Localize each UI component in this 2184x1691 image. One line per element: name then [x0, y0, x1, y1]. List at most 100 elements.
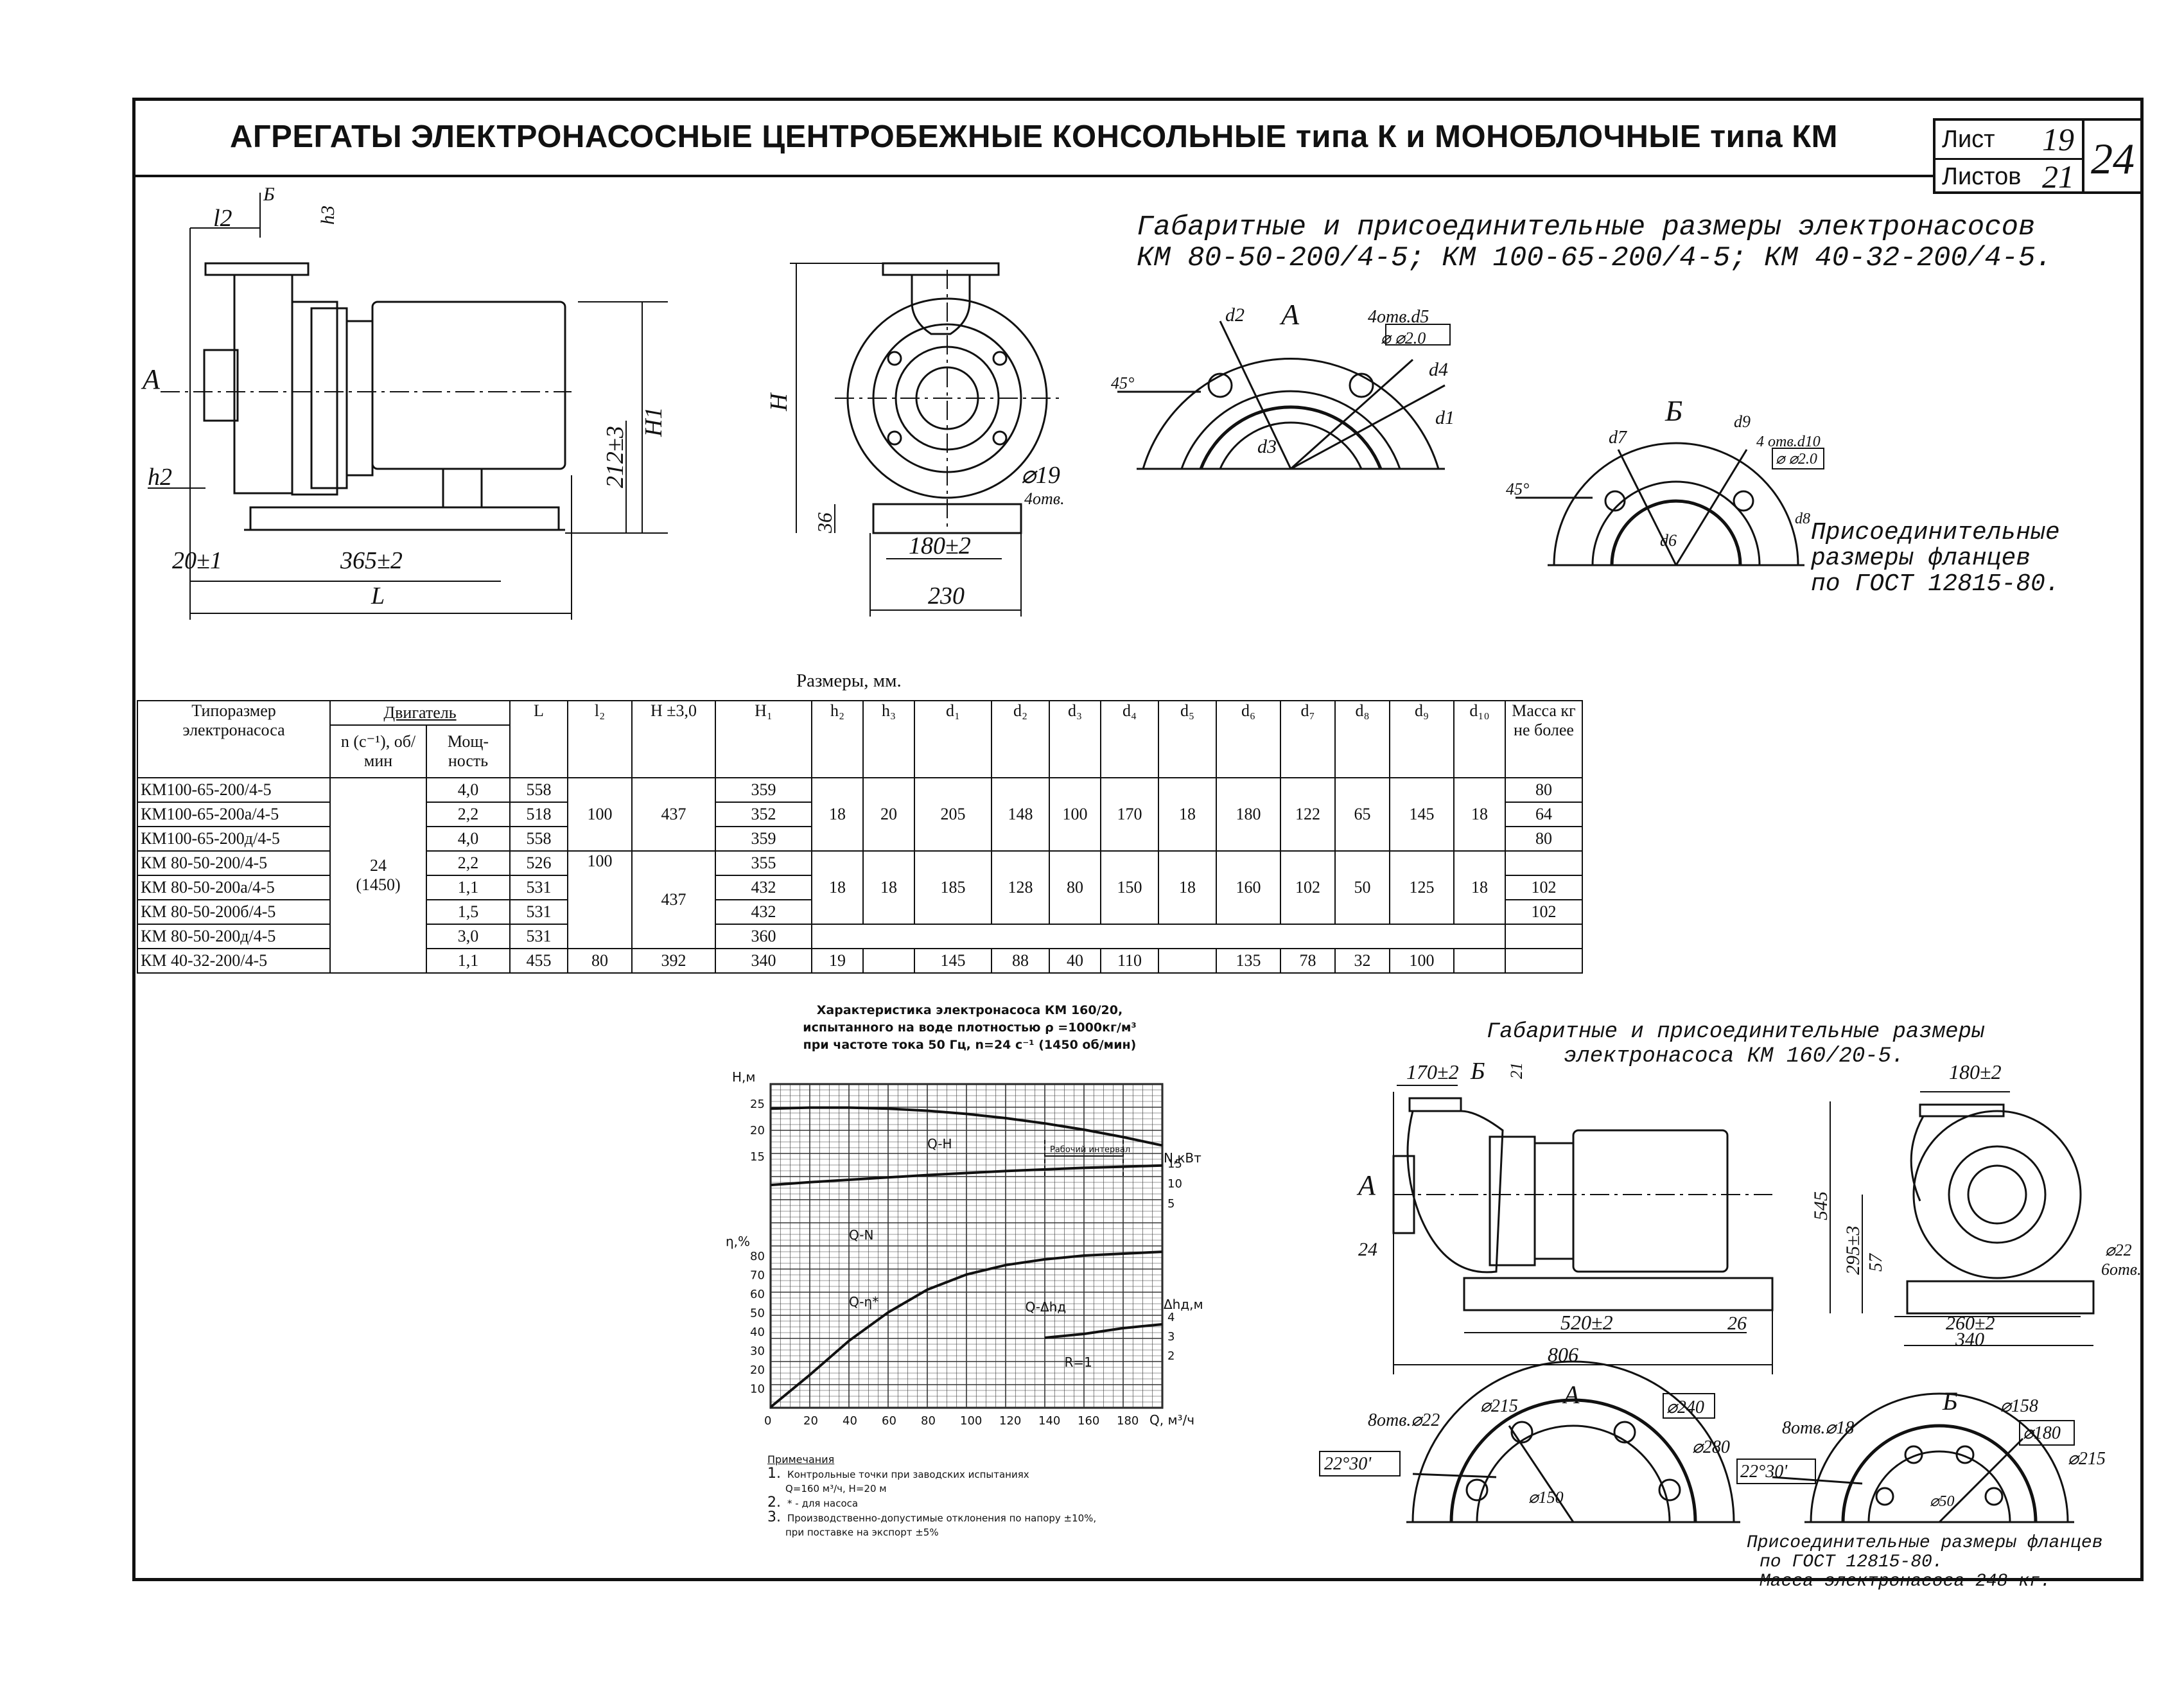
holes-4: 4отв. [1024, 489, 1065, 508]
dim-230: 230 [928, 583, 965, 609]
cell-d10 [1453, 948, 1506, 974]
cell-mass: 102 [1505, 875, 1583, 900]
flange-b-d7: d7 [1609, 428, 1627, 448]
flange-a-d2: d2 [1225, 304, 1245, 326]
th-H1: H₁ [715, 700, 812, 778]
cell-power: 4,0 [426, 826, 511, 852]
cell-h3 [862, 948, 915, 974]
km160-dim-d22: ⌀22 [2105, 1241, 2132, 1259]
flange-a-d4: d4 [1429, 359, 1448, 380]
page-title: АГРЕГАТЫ ЭЛЕКТРОНАСОСНЫЕ ЦЕНТРОБЕЖНЫЕ КО… [230, 119, 1838, 154]
th-d6: d₆ [1216, 700, 1281, 778]
cell-d8: 50 [1334, 850, 1390, 925]
cell-l2: 100 [567, 850, 633, 949]
chart-eta-tick-label: 30 [750, 1345, 765, 1358]
cell-power: 2,2 [426, 802, 511, 827]
chart-eta-tick-label: 50 [750, 1307, 765, 1320]
cell-d4: 150 [1100, 850, 1159, 925]
cell-d1: 205 [914, 777, 992, 852]
cell-type: КМ100-65-200/4-5 [137, 777, 331, 803]
note-number: 2. [767, 1494, 781, 1511]
flange-a2-title: А [1562, 1380, 1580, 1409]
th-power: Мощ-ность [426, 724, 511, 778]
bottom-note-line3: Масса электронасоса 248 кг. [1760, 1572, 2051, 1591]
km160-dim-170: 170±2 [1406, 1060, 1459, 1083]
chart-caption: Характеристика электронасоса КМ 160/20, … [738, 1002, 1201, 1054]
note-number: 3. [767, 1509, 781, 1525]
cell-mass [1505, 924, 1583, 949]
chart-series [769, 1106, 1163, 1408]
th-motor: Двигатель [329, 700, 511, 726]
table-row: КМ100-65-200д/4-5 4,0 558 359 80 [137, 826, 1583, 852]
chart-eta-tick-label: 60 [750, 1288, 765, 1301]
bottom-note-line2: по ГОСТ 12815-80. [1760, 1552, 1943, 1572]
cell-d10: 18 [1453, 777, 1506, 852]
chart-series-line-q-eta [769, 1250, 1163, 1408]
table-size-caption: Размеры, мм. [796, 670, 902, 691]
chart-x-tick-label: 20 [803, 1414, 818, 1428]
chart-series-label: Q-N [849, 1227, 873, 1243]
cell-speed: 24(1450) [329, 777, 427, 974]
km160-side-view [1392, 1085, 1774, 1374]
cell-d1: 185 [914, 850, 992, 925]
cell-d6: 160 [1216, 850, 1281, 925]
flange-b-d9: d9 [1734, 412, 1751, 431]
cell-type: КМ 80-50-200а/4-5 [137, 875, 331, 900]
flange-b2-drawing [1772, 1392, 2074, 1523]
cell-power: 2,2 [426, 850, 511, 876]
th-d9: d₉ [1389, 700, 1455, 778]
km160-dim-260: 260±2 [1946, 1313, 1995, 1334]
flange-a2-holes: 8отв.⌀22 [1368, 1410, 1440, 1430]
cell-d5 [1158, 948, 1217, 974]
flange-note-line3: по ГОСТ 12815-80. [1811, 570, 2060, 598]
cell-L: 518 [509, 802, 568, 827]
flange-note-line2: размеры фланцев [1811, 545, 2031, 572]
cell-H1: 359 [715, 826, 812, 852]
km160-dim-520: 520±2 [1560, 1311, 1613, 1334]
flange-a2-d150: ⌀150 [1528, 1488, 1564, 1507]
dim-365: 365±2 [340, 547, 403, 574]
cell-l2: 100 [567, 777, 633, 852]
flange-b2-d180-frame [2019, 1420, 2075, 1446]
chart-series-label: Q-H [927, 1136, 952, 1152]
cell-mass: 102 [1505, 899, 1583, 925]
bottom-note: Присоединительные размеры фланцев по ГОС… [1747, 1534, 2103, 1591]
chart-eta-tick-label: 10 [750, 1383, 765, 1396]
th-h3: h₃ [862, 700, 915, 778]
section-a-mark: А [141, 364, 161, 395]
flange-a-title: А [1279, 298, 1300, 331]
cell-L: 558 [509, 826, 568, 852]
chart-eta-tick-label: 20 [750, 1363, 765, 1377]
chart-h-tick-label: 20 [750, 1124, 765, 1137]
table-row: КМ100-65-200а/4-5 2,2 518 352 64 [137, 802, 1583, 827]
chart-x-axis-label: Q, м³/ч [1149, 1412, 1194, 1428]
top-caption-line1: Габаритные и присоединительные размеры э… [1137, 211, 2036, 243]
cell-mass: 64 [1505, 802, 1583, 827]
flange-b-d6: d6 [1660, 531, 1677, 550]
chart-series-label: Q-Δhд [1026, 1299, 1067, 1315]
cell-type: КМ 80-50-200б/4-5 [137, 899, 331, 925]
chart-series-label: Q-η* [849, 1294, 878, 1310]
chart-x-tick-label: 60 [882, 1414, 896, 1428]
cell-power: 3,0 [426, 924, 511, 949]
chart-caption-line3: при частоте тока 50 Гц, n=24 с⁻¹ (1450 о… [803, 1038, 1137, 1052]
dim-h1: H1 [640, 407, 667, 437]
cell-d9: 100 [1389, 948, 1455, 974]
cell-type: КМ100-65-200д/4-5 [137, 826, 331, 852]
chart-series-line-q-n [770, 1164, 1163, 1187]
km160-dim-21: 21 [1507, 1062, 1526, 1079]
th-L: L [509, 700, 568, 778]
cell-power: 1,1 [426, 948, 511, 974]
note-number: 1. [767, 1466, 781, 1482]
flange-b-title: Б [1664, 394, 1682, 427]
table-row: КМ 80-50-200а/4-5 1,1 531 432 102 [137, 875, 1583, 900]
cell-d10: 18 [1453, 850, 1506, 925]
cell-d6: 180 [1216, 777, 1281, 852]
th-d4: d₄ [1100, 700, 1159, 778]
flange-b2-holes: 8отв.⌀18 [1782, 1418, 1854, 1438]
chart-y-axis-label-h: H,м [732, 1069, 755, 1085]
th-type: Типоразмер электронасоса [137, 700, 331, 778]
chart-x-tick-label: 120 [999, 1414, 1021, 1428]
chart-eta-tick-label: 80 [750, 1250, 765, 1263]
table-row: КМ 40-32-200/4-5 1,1 455 80 392 340 19 1… [137, 948, 1583, 974]
